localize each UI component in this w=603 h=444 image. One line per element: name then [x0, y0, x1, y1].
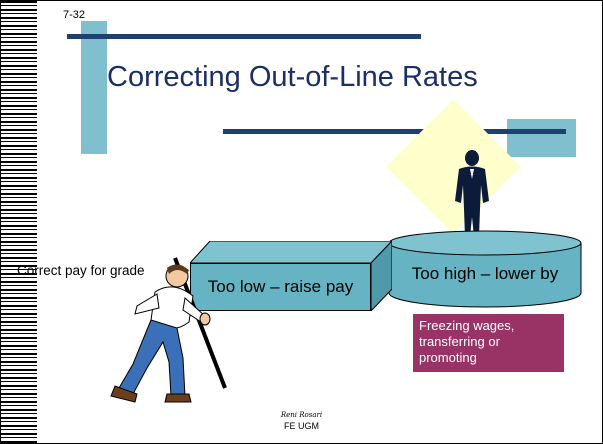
title-accent-block-right [507, 119, 576, 157]
too-low-box: Too low – raise pay [190, 263, 371, 311]
cylinder-platform [388, 230, 582, 308]
barcode-stripe-decoration [1, 1, 37, 443]
correct-pay-label: Correct pay for grade [17, 263, 145, 278]
title-bar-top [67, 34, 421, 39]
box-side-face [371, 241, 392, 311]
footer-org: FE UGM [284, 421, 319, 431]
freeze-wages-box: Freezing wages, transferring or promotin… [413, 314, 564, 372]
slide-number: 7-32 [63, 9, 86, 21]
freeze-wages-text: Freezing wages, transferring or promotin… [419, 318, 515, 365]
slide-title: Correcting Out-of-Line Rates [107, 61, 478, 93]
too-low-label: Too low – raise pay [207, 277, 354, 296]
box-top-face [190, 241, 392, 263]
pushing-man-icon [110, 257, 227, 403]
footer-signature: Reni Rosari [280, 411, 323, 419]
too-high-label: Too high – lower by [411, 264, 559, 283]
title-bar-bottom [223, 129, 566, 134]
title-accent-block-left [81, 21, 107, 154]
